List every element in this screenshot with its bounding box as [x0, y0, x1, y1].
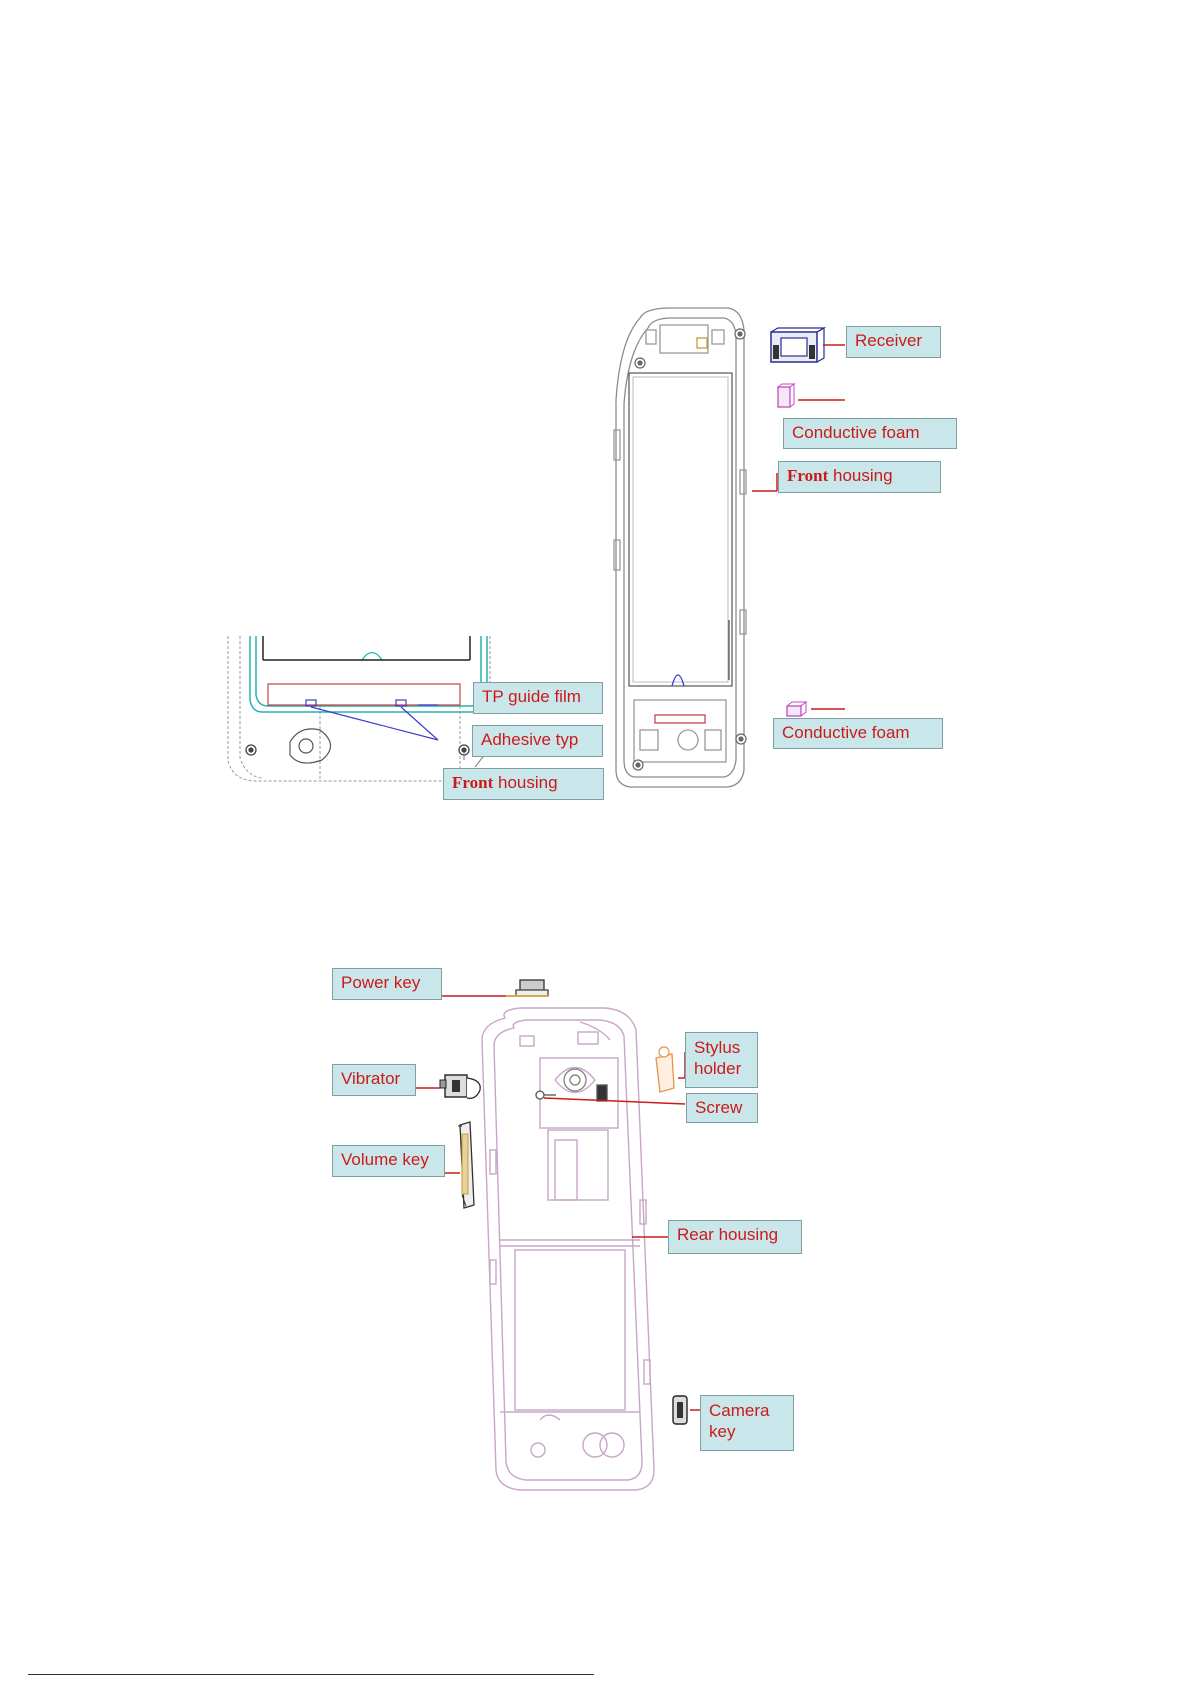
front-housing-label: Front housing: [778, 461, 941, 493]
power-key-part: [506, 980, 548, 996]
rear-housing-outline: [482, 1008, 654, 1490]
power-key-label-text: Power key: [341, 973, 420, 992]
rear-housing-figure: Power key Vibrator Volume key Stylus hol…: [0, 940, 1191, 1500]
conductive-foam-top-label-text: Conductive foam: [792, 423, 920, 442]
front-housing-figure: Receiver Conductive foam Front housing C…: [0, 0, 1191, 820]
vibrator-label: Vibrator: [332, 1064, 416, 1096]
camera-key-label: Camera key: [700, 1395, 794, 1451]
detail-front-housing-suffix: housing: [498, 773, 558, 792]
conductive-foam-top-label: Conductive foam: [783, 418, 957, 449]
detail-front-housing-prefix: Front: [452, 773, 493, 792]
camera-key-part: [673, 1396, 687, 1424]
footer-rule: [28, 1674, 594, 1675]
stylus-holder-part: [656, 1047, 674, 1092]
receiver-label-text: Receiver: [855, 331, 922, 350]
vibrator-label-text: Vibrator: [341, 1069, 400, 1088]
conductive-foam-bottom-part: [787, 702, 806, 716]
volume-key-part: [458, 1122, 474, 1208]
screw-label: Screw: [686, 1093, 758, 1123]
stylus-holder-label: Stylus holder: [685, 1032, 758, 1088]
conductive-foam-bottom-label-text: Conductive foam: [782, 723, 910, 742]
conductive-foam-top-part: [778, 384, 794, 407]
leader-lines-top: [752, 345, 845, 709]
adhesive-typ-label: Adhesive typ: [472, 725, 603, 757]
conductive-foam-bottom-label: Conductive foam: [773, 718, 943, 749]
volume-key-label-text: Volume key: [341, 1150, 429, 1169]
volume-key-label: Volume key: [332, 1145, 445, 1177]
screw-bosses: [633, 329, 746, 770]
rear-housing-label-text: Rear housing: [677, 1225, 778, 1244]
receiver-label: Receiver: [846, 326, 941, 358]
screw-label-text: Screw: [695, 1098, 742, 1117]
camera-key-label-line1: Camera: [709, 1400, 785, 1421]
stylus-holder-label-line2: holder: [694, 1058, 749, 1079]
rear-housing-drawing: [0, 940, 1191, 1500]
power-key-label: Power key: [332, 968, 442, 1000]
adhesive-typ-label-text: Adhesive typ: [481, 730, 578, 749]
stylus-holder-label-line1: Stylus: [694, 1037, 749, 1058]
front-housing-suffix: housing: [833, 466, 893, 485]
detail-front-housing-label: Front housing: [443, 768, 604, 800]
camera-key-label-line2: key: [709, 1421, 785, 1442]
rear-housing-label: Rear housing: [668, 1220, 802, 1254]
tp-guide-film-label: TP guide film: [473, 682, 603, 714]
front-housing-prefix: Front: [787, 466, 828, 485]
receiver-part: [771, 328, 824, 362]
front-housing-outline: [614, 308, 746, 787]
tp-guide-film-label-text: TP guide film: [482, 687, 581, 706]
vibrator-part: [440, 1075, 480, 1098]
